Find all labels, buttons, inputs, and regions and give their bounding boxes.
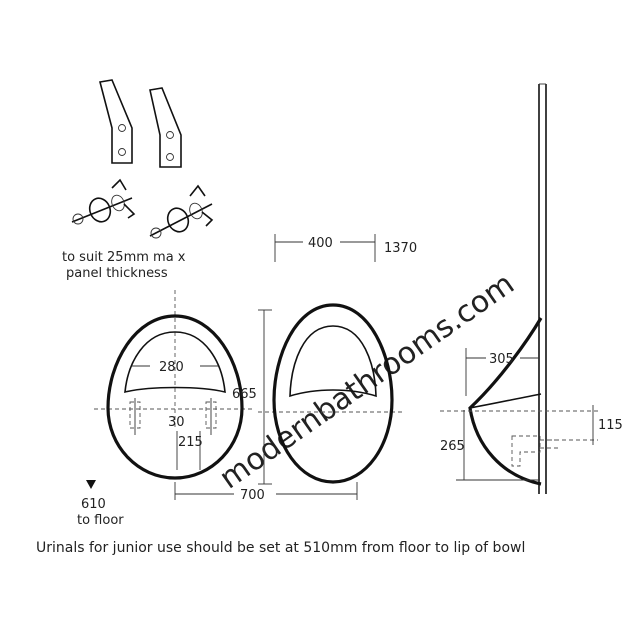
wall-bracket-left: [99, 79, 133, 164]
dim-400: 400: [308, 236, 333, 251]
dim-215: 215: [178, 435, 203, 450]
wall-bracket-right: [149, 87, 182, 168]
floor-value: 610: [81, 497, 106, 512]
dim-30: 30: [168, 415, 185, 430]
junior-use-note: Urinals for junior use should be set at …: [36, 540, 525, 556]
side-view: [440, 83, 598, 494]
dim-305: 305: [489, 352, 514, 367]
floor-label: to floor: [77, 513, 124, 528]
dim-115: 115: [598, 418, 623, 433]
watermark: modernbathrooms.com: [213, 266, 521, 496]
panel-thickness-line2: panel thickness: [66, 266, 168, 281]
dim-1370: 1370: [384, 241, 417, 256]
panel-thickness-line1: to suit 25mm ma x: [62, 250, 186, 265]
dim-700: 700: [240, 488, 265, 503]
front-view: [258, 303, 402, 484]
fixing-bolt-left: [71, 178, 136, 225]
back-view: 280 30 215: [86, 290, 254, 489]
dim-665: 665: [232, 387, 257, 402]
dim-280: 280: [159, 360, 184, 375]
dim-265: 265: [440, 439, 465, 454]
fixing-bolt-right: [149, 184, 214, 239]
